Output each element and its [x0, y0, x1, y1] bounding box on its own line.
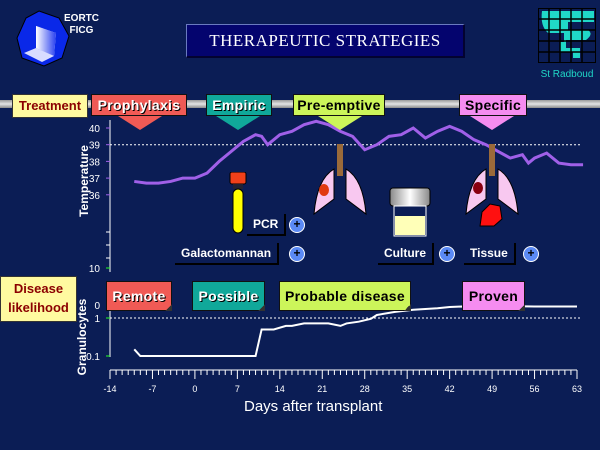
prophylaxis-arrow-icon: [118, 116, 162, 130]
pre-emptive-arrow-icon: [318, 116, 362, 130]
galactomannan-label: Galactomannan: [175, 243, 280, 265]
culture-label: Culture: [378, 243, 434, 265]
granulocytes-tick-label: 0.1: [86, 352, 100, 363]
x-tick-label: -14: [103, 384, 116, 394]
x-tick-label: 7: [235, 384, 240, 394]
temperature-line: [134, 119, 584, 185]
x-tick-label: 14: [275, 384, 285, 394]
x-tick-label: 21: [317, 384, 327, 394]
title-box: THERAPEUTIC STRATEGIES: [186, 24, 465, 58]
temperature-tick-label: 37: [89, 174, 101, 185]
galactomannan-plus-icon: +: [289, 246, 305, 262]
culture-jar-icon: [389, 187, 431, 237]
temperature-tick-label: 36: [89, 191, 101, 202]
disease-likelihood-label: Disease likelihood: [0, 276, 77, 322]
x-tick-label: 35: [402, 384, 412, 394]
temperature-tick-label: 10: [89, 264, 101, 275]
x-tick-label: 28: [360, 384, 370, 394]
test-tube-icon: [229, 172, 247, 234]
st-radboud-logo: St Radboud: [535, 8, 596, 83]
granulocytes-axis-title: Granulocytes: [75, 298, 89, 376]
eortc-text: EORTC FICG: [64, 13, 99, 36]
tag-possible: Possible: [192, 281, 265, 311]
tag-probable-disease: Probable disease: [279, 281, 411, 311]
x-axis-title: Days after transplant: [244, 398, 383, 415]
x-tick-label: 56: [530, 384, 540, 394]
empiric-arrow-icon: [216, 116, 260, 130]
temperature-tick-label: 38: [89, 157, 101, 168]
tissue-label: Tissue: [464, 243, 516, 265]
tag-empiric: Empiric: [206, 94, 272, 116]
eortc-logo: EORTC FICG: [12, 8, 99, 68]
tag-remote: Remote: [106, 281, 172, 311]
temperature-tick-label: 39: [89, 141, 101, 152]
granulocytes-line: [133, 304, 577, 357]
tag-prophylaxis: Prophylaxis: [91, 94, 187, 116]
page-title: THERAPEUTIC STRATEGIES: [209, 31, 441, 50]
x-tick-label: 0: [192, 384, 197, 394]
temperature-tick-label: 40: [89, 124, 101, 135]
lungs-lesion-icon: [465, 144, 519, 227]
pcr-label: PCR: [247, 214, 287, 236]
st-radboud-text: St Radboud: [540, 69, 594, 80]
pcr-plus-icon: +: [289, 217, 305, 233]
tissue-plus-icon: +: [523, 246, 539, 262]
x-tick-label: 42: [445, 384, 455, 394]
tag-specific: Specific: [459, 94, 527, 116]
lungs-icon: [313, 144, 367, 216]
granulocytes-tick-label: 1: [94, 314, 100, 325]
specific-arrow-icon: [470, 116, 514, 130]
treatment-label: Treatment: [12, 94, 88, 118]
x-tick-label: 49: [487, 384, 497, 394]
x-tick-label: 63: [572, 384, 582, 394]
culture-plus-icon: +: [439, 246, 455, 262]
tag-pre-emptive: Pre-emptive: [293, 94, 385, 116]
temperature-axis-title: Temperature: [77, 145, 91, 217]
granulocytes-tick-label: 0: [94, 301, 100, 312]
radboud-grid-logo-icon: [538, 8, 596, 63]
tag-proven: Proven: [462, 281, 525, 311]
cube-logo-icon: [16, 10, 70, 67]
x-tick-label: -7: [148, 384, 156, 394]
